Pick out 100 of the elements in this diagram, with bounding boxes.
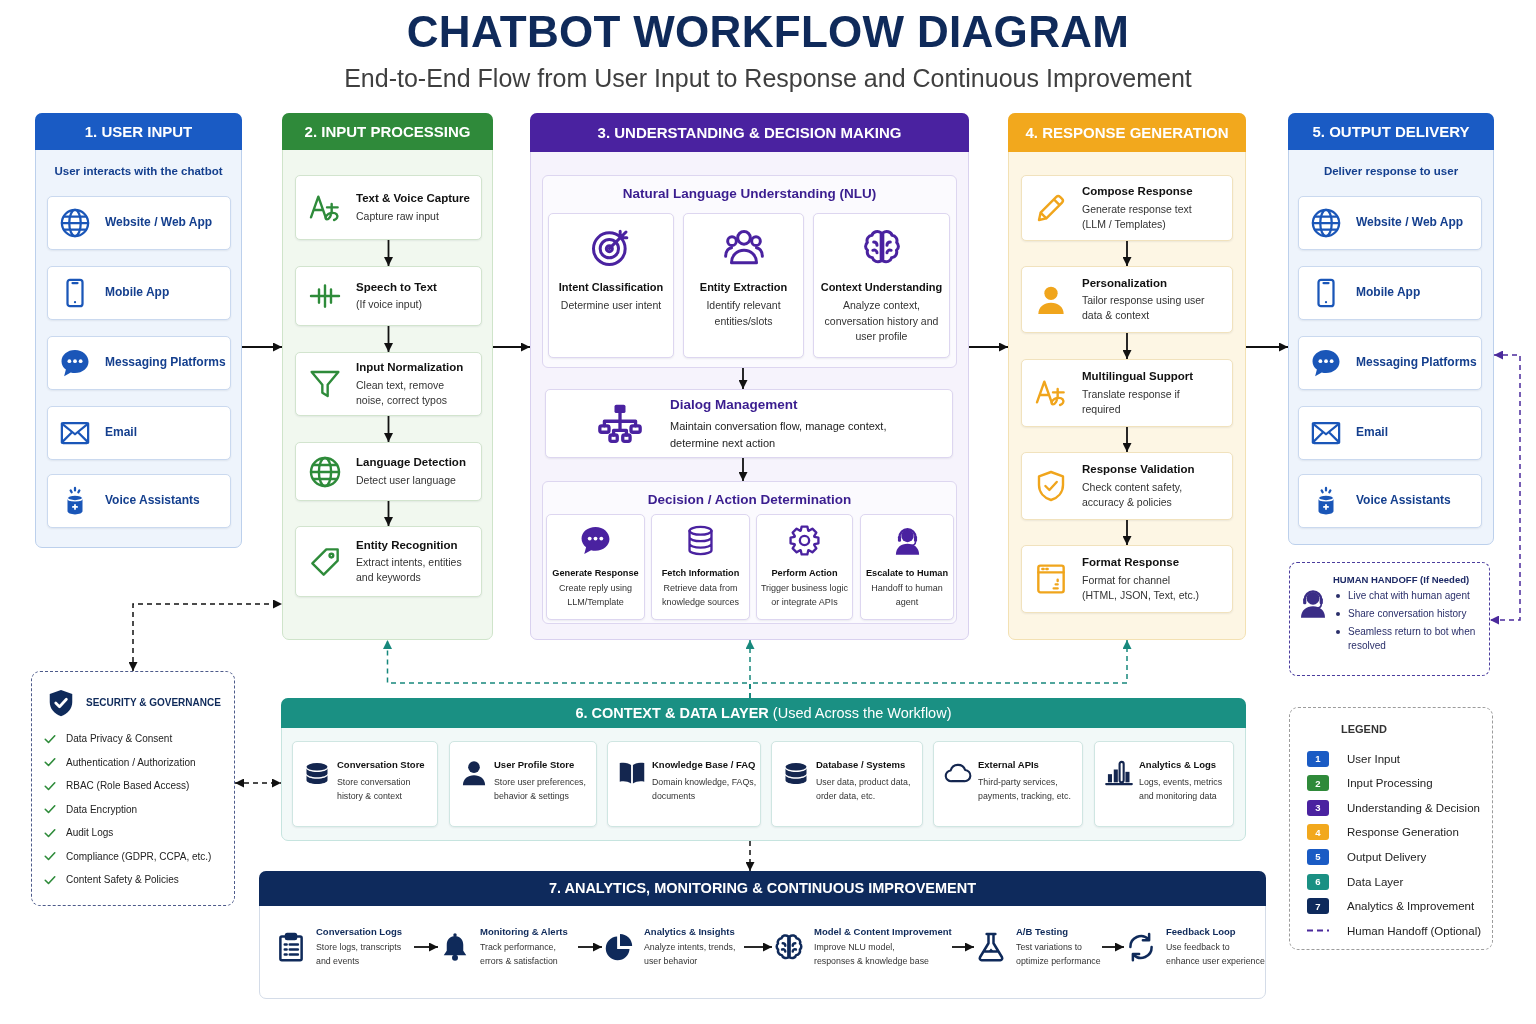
- dashed-double-arrow: [128, 599, 283, 672]
- channel-card: [47, 196, 231, 250]
- arrow: [577, 942, 603, 952]
- section-panel: [282, 113, 493, 640]
- step-card: [295, 526, 482, 597]
- arrow: [738, 457, 748, 482]
- step-description: Handoff to human agent: [870, 581, 944, 609]
- step-card: [813, 213, 950, 358]
- handoff-panel: [1289, 562, 1490, 676]
- step-description: Test variations to optimize performance: [1016, 941, 1102, 968]
- step-description: Translate response if required: [1082, 386, 1181, 417]
- group-panel: [542, 481, 957, 624]
- step-description: Create reply using LLM/Template: [557, 581, 633, 609]
- step-title: Intent Classification: [558, 280, 664, 295]
- step-title: Multilingual Support: [1082, 369, 1194, 384]
- step-title: External APIs: [978, 759, 1039, 772]
- step-card: [1021, 545, 1233, 613]
- step-card: [683, 213, 804, 358]
- data-store-card: [771, 741, 923, 827]
- step-card: [295, 175, 482, 240]
- step-title: Entity Extraction: [699, 280, 788, 295]
- step-title: Text & Voice Capture: [356, 191, 470, 207]
- arrow: [1122, 332, 1132, 360]
- channel-label: Website / Web App: [105, 215, 213, 231]
- step-title: Response Validation: [1082, 462, 1195, 477]
- legend-label: Data Layer: [1347, 875, 1404, 888]
- checklist-item: Content Safety & Policies: [66, 874, 179, 886]
- data-store-card: [607, 741, 761, 827]
- step-title: Conversation Logs: [316, 925, 403, 939]
- step-title: Generate Response: [552, 568, 639, 580]
- checklist-item: RBAC (Role Based Access): [66, 780, 190, 792]
- legend-swatch: 7: [1307, 898, 1329, 915]
- handoff-heading: HUMAN HANDOFF (If Needed): [1333, 574, 1471, 585]
- section-panel: [259, 871, 1266, 999]
- security-panel: [31, 671, 235, 906]
- channel-card: [47, 406, 231, 460]
- section-header: 1. USER INPUT: [35, 113, 242, 150]
- channel-label: Voice Assistants: [1356, 493, 1451, 509]
- step-description: Identify relevant entities/slots: [705, 297, 782, 329]
- bullet-text: Seamless return to bot when resolved: [1348, 625, 1477, 653]
- legend-label: Understanding & Decision: [1347, 801, 1480, 814]
- channel-label: Mobile App: [1356, 285, 1421, 301]
- step-title: Perform Action: [771, 568, 838, 580]
- section-panel: [281, 698, 1246, 841]
- arrow: [1245, 342, 1289, 352]
- step-card: [1021, 359, 1233, 427]
- legend-swatch: 5: [1307, 848, 1329, 865]
- channel-label: Messaging Platforms: [1356, 355, 1477, 371]
- checklist-item: Data Encryption: [66, 803, 138, 815]
- channel-label: Website / Web App: [1356, 215, 1464, 231]
- channel-card: [1298, 336, 1482, 390]
- legend-label: Output Delivery: [1347, 850, 1427, 863]
- step-description: User data, product data, order data, etc.: [816, 776, 912, 803]
- step-card: [1021, 452, 1233, 520]
- channel-card: [47, 336, 231, 390]
- data-store-card: [1094, 741, 1234, 827]
- step-title: Language Detection: [356, 455, 466, 471]
- legend-label: Human Handoff (Optional): [1347, 924, 1482, 937]
- step-description: Store conversation history & context: [337, 776, 412, 803]
- checklist-item: Data Privacy & Consent: [66, 733, 173, 745]
- step-title: Entity Recognition: [356, 537, 458, 553]
- section-subtitle: User interacts with the chatbot: [54, 165, 223, 177]
- legend-label: Input Processing: [1347, 777, 1433, 790]
- step-title: User Profile Store: [494, 759, 575, 772]
- step-title: Dialog Management: [670, 395, 798, 414]
- legend-label: Analytics & Improvement: [1347, 900, 1475, 913]
- section-panel: [35, 113, 242, 548]
- step-card: [860, 514, 954, 620]
- section-panel: [1288, 113, 1494, 545]
- arrow: [241, 342, 283, 352]
- step-title: Feedback Loop: [1166, 925, 1236, 939]
- section-header: 6. CONTEXT & DATA LAYER (Used Across the Workflow): [281, 698, 1246, 728]
- step-description: Retrieve data from knowledge sources: [660, 581, 740, 609]
- data-store-card: [449, 741, 597, 827]
- dashed-double-arrow: [1489, 350, 1521, 625]
- legend-label: User Input: [1347, 752, 1401, 765]
- channel-card: [47, 474, 231, 528]
- legend-swatch: 6: [1307, 873, 1329, 890]
- legend-label: Response Generation: [1347, 826, 1459, 839]
- bullet-text: Live chat with human agent: [1348, 589, 1470, 603]
- step-title: A/B Testing: [1016, 925, 1069, 939]
- legend-swatch: 3: [1307, 799, 1329, 816]
- channel-label: Messaging Platforms: [105, 355, 226, 371]
- arrow: [738, 367, 748, 390]
- channel-card: [1298, 196, 1482, 250]
- step-description: Trigger business logic or integrate APIs: [760, 581, 849, 609]
- arrow: [384, 500, 393, 527]
- arrow: [384, 415, 393, 443]
- step-description: Logs, events, metrics and monitoring data: [1139, 776, 1224, 803]
- step-card: [756, 514, 853, 620]
- step-description: Use feedback to enhance user experience: [1166, 941, 1265, 968]
- section-panel: [1008, 113, 1246, 640]
- step-title: Input Normalization: [356, 360, 464, 375]
- group-heading: Decision / Action Determination: [647, 492, 852, 507]
- arrow: [384, 325, 393, 353]
- step-description: Determine user intent: [560, 297, 662, 313]
- step-title: Personalization: [1082, 275, 1167, 291]
- arrow: [951, 942, 975, 952]
- channel-card: [1298, 474, 1482, 528]
- step-card: [1021, 266, 1233, 333]
